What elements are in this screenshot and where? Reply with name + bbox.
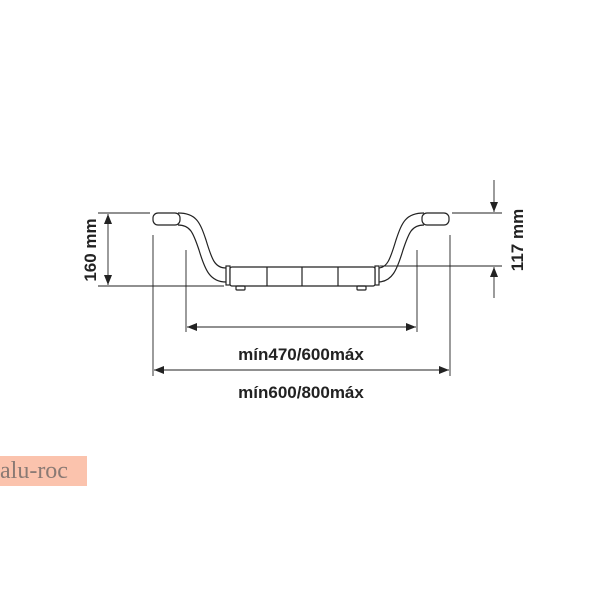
height-label: 160 mm — [81, 218, 100, 281]
left-foot — [235, 285, 246, 291]
outer-width-label: mín600/800máx — [238, 383, 364, 402]
dimension-lines — [98, 180, 502, 376]
brand-logo: alu-roc — [0, 456, 87, 486]
right-foot — [356, 285, 367, 291]
seat-height-label: 117 mm — [508, 209, 527, 271]
inner-width-label: mín470/600máx — [238, 345, 364, 364]
bath-seat-outline — [152, 212, 450, 291]
right-grip — [421, 212, 450, 226]
left-grip — [152, 212, 181, 226]
